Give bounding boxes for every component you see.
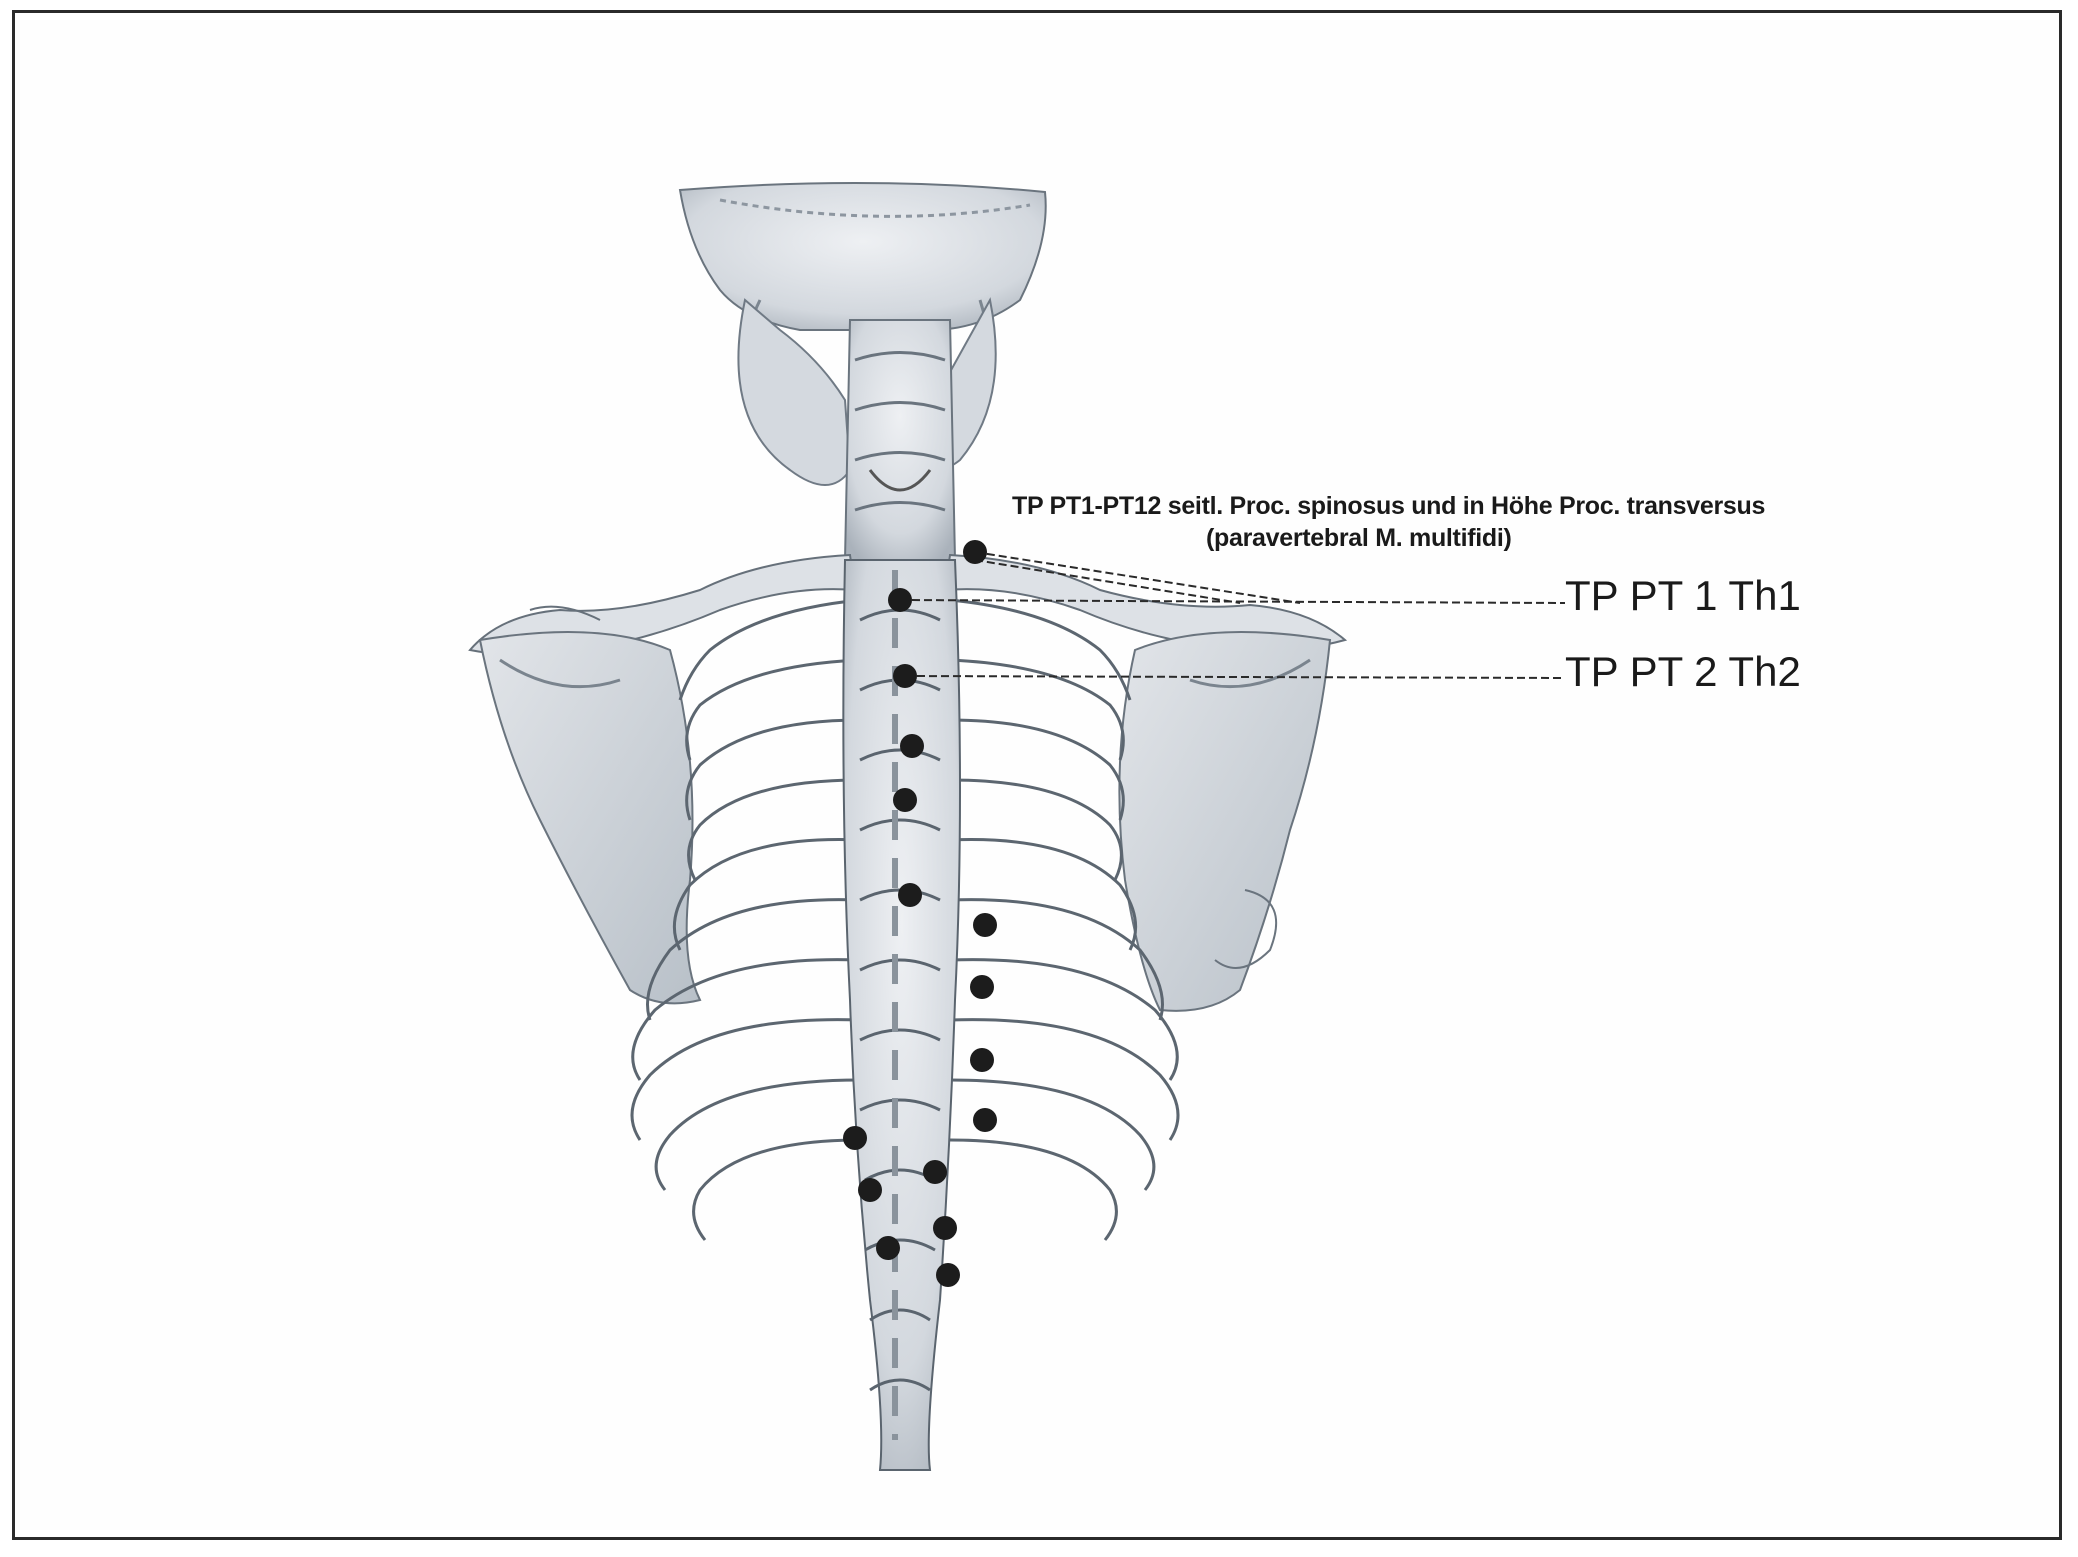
trigger-point — [970, 1048, 994, 1072]
trigger-point — [843, 1126, 867, 1150]
left-scapula — [480, 632, 700, 1003]
label-tp-pt2-th2: TP PT 2 Th2 — [1565, 648, 1801, 696]
trigger-point — [970, 975, 994, 999]
trigger-point — [888, 588, 912, 612]
trigger-point — [973, 913, 997, 937]
leader-line-th2 — [905, 676, 1565, 678]
trigger-point — [973, 1108, 997, 1132]
annotation-caption-line2: (paravertebral M. multifidi) — [1206, 524, 1512, 553]
annotation-caption-line1: TP PT1-PT12 seitl. Proc. spinosus und in… — [1012, 492, 1765, 521]
thoracic-spine — [843, 560, 960, 1470]
trigger-point — [893, 788, 917, 812]
trigger-point — [963, 540, 987, 564]
trigger-point — [893, 664, 917, 688]
cervical-spine — [845, 320, 955, 560]
trigger-point — [936, 1263, 960, 1287]
trigger-point — [858, 1178, 882, 1202]
right-scapula — [1119, 632, 1330, 1011]
trigger-point — [923, 1160, 947, 1184]
trigger-point — [876, 1236, 900, 1260]
trigger-point — [898, 883, 922, 907]
label-tp-pt1-th1: TP PT 1 Th1 — [1565, 572, 1801, 620]
trigger-point — [933, 1216, 957, 1240]
leader-line-th1 — [900, 600, 1565, 603]
trigger-point — [900, 734, 924, 758]
